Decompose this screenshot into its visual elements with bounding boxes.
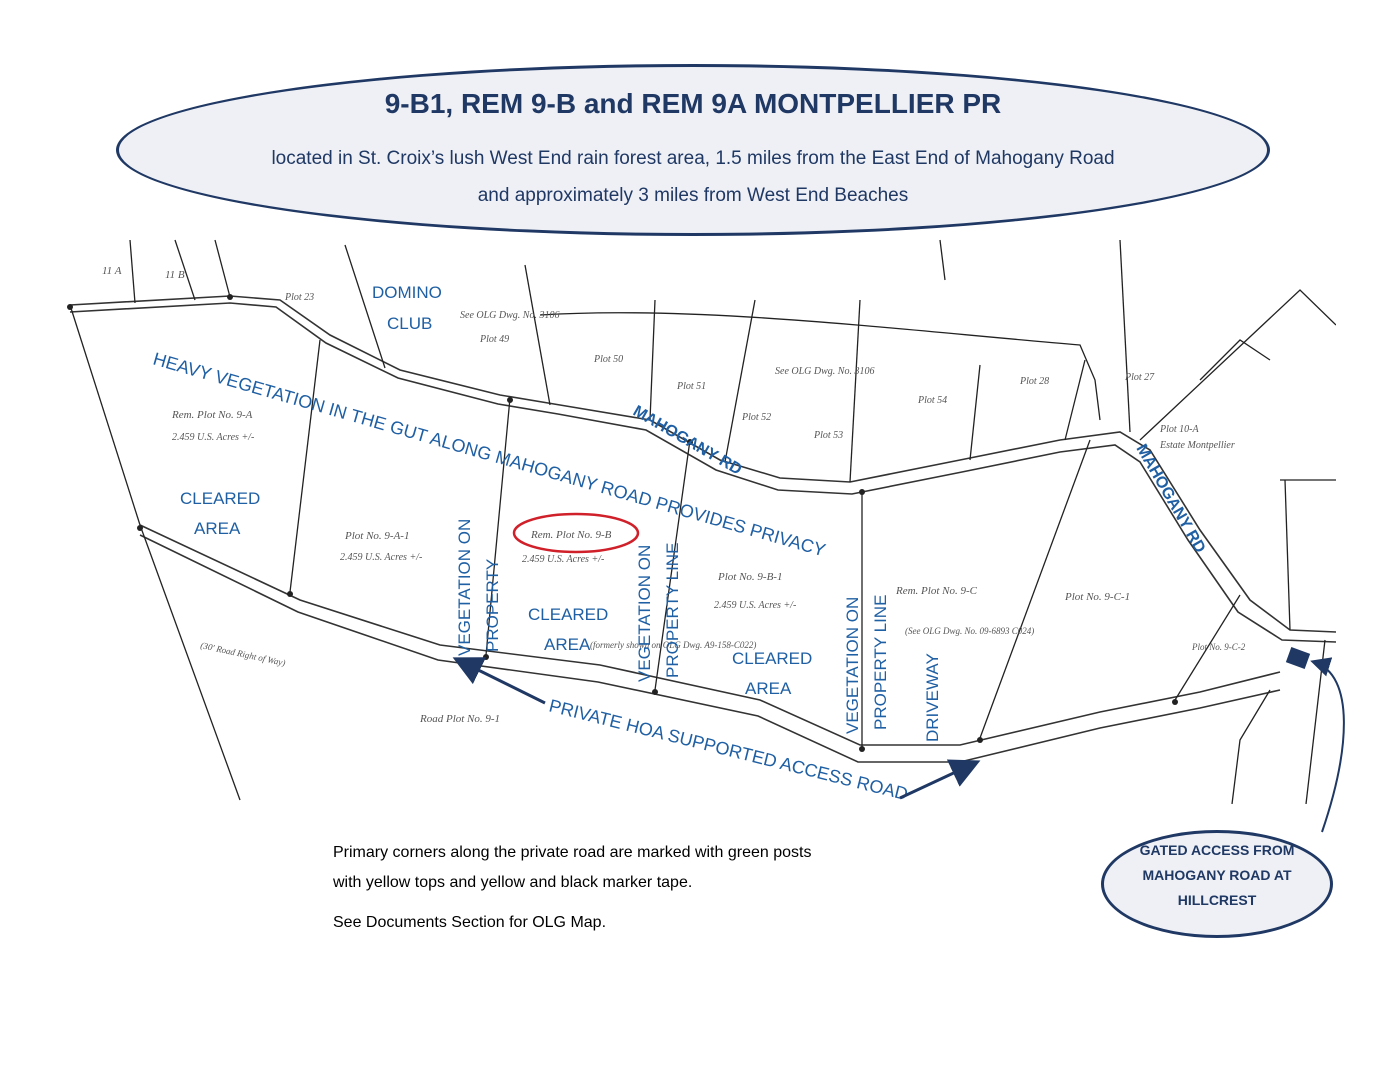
mahogany-road-lines — [69, 295, 1336, 643]
plot-50-label: Plot 50 — [593, 354, 623, 365]
note-line-2: with yellow tops and yellow and black ma… — [333, 874, 693, 891]
plot-9a1-acres: 2.459 U.S. Acres +/- — [340, 552, 422, 563]
cleared-area-2-line-2: AREA — [544, 635, 591, 654]
rem-9b-label: Rem. Plot No. 9-B — [530, 529, 612, 541]
access-road-arrow-left — [452, 657, 546, 705]
page-title: 9-B1, REM 9-B and REM 9A MONTPELLIER PR — [384, 88, 1002, 119]
cleared-area-2-line-1: CLEARED — [528, 605, 608, 624]
road-plot-label: Road Plot No. 9-1 — [419, 713, 500, 725]
mahogany-rd-label-2: MAHOGANY RD — [1133, 442, 1209, 556]
note-line-1: Primary corners along the private road a… — [333, 844, 812, 861]
plot-11a-label: 11 A — [102, 265, 122, 277]
rem-9b-highlight — [512, 512, 640, 554]
plot-49-label: Plot 49 — [479, 334, 509, 345]
veg-on-property-1-line-2: PROPERTY — [483, 559, 502, 652]
cleared-area-1-line-1: CLEARED — [180, 489, 260, 508]
see-olg-label-2: See OLG Dwg. No. 3106 — [775, 366, 874, 377]
cleared-area-3-line-2: AREA — [745, 679, 792, 698]
veg-on-property-2-line-2: PROPERTY LINE — [663, 543, 682, 678]
estate-montpellier-label: Estate Montpellier — [1159, 440, 1235, 451]
plot-27-label: Plot 27 — [1124, 372, 1155, 383]
gate-marker — [1285, 647, 1311, 669]
plot-54-label: Plot 54 — [917, 395, 947, 406]
see-olg-label-1: See OLG Dwg. No. 3106 — [460, 310, 559, 321]
plot-53-label: Plot 53 — [813, 430, 843, 441]
plot-28-label: Plot 28 — [1019, 376, 1049, 387]
domino-label-1: DOMINO — [372, 283, 442, 302]
road-row-label: (30' Road Right of Way) — [200, 640, 287, 668]
plot-9a1-label: Plot No. 9-A-1 — [344, 530, 409, 542]
veg-on-property-3-line-2: PROPERTY LINE — [871, 595, 890, 730]
rem-9c-ref: (See OLG Dwg. No. 09-6893 C024) — [905, 626, 1034, 636]
access-road-lines — [139, 524, 1281, 763]
rem-9a-acres: 2.459 U.S. Acres +/- — [172, 432, 254, 443]
rem-9c-label: Rem. Plot No. 9-C — [895, 585, 978, 597]
mahogany-rd-label-1: MAHOGANY RD — [630, 403, 744, 479]
gate-callout-line-2: MAHOGANY ROAD AT — [1142, 867, 1292, 883]
plot-9b1-label: Plot No. 9-B-1 — [717, 571, 782, 583]
access-road-arrow-right — [899, 759, 981, 800]
plot-10a-label: Plot 10-A — [1159, 424, 1199, 435]
page-subtitle: located in St. Croix’s lush West End rai… — [180, 140, 1206, 214]
plot-51-label: Plot 51 — [676, 381, 706, 392]
note-line-3: See Documents Section for OLG Map. — [333, 914, 607, 931]
gate-callout-oval — [1101, 830, 1333, 938]
survey-map: 11 A 11 B Plot 23 See OLG Dwg. No. 3106 … — [67, 239, 1336, 804]
gate-callout-line-1: GATED ACCESS FROM — [1139, 842, 1295, 858]
veg-on-property-3-line-1: VEGETATION ON — [843, 597, 862, 734]
cleared-area-3-line-1: CLEARED — [732, 649, 812, 668]
subtitle-line-2: and approximately 3 miles from West End … — [477, 185, 909, 206]
subtitle-line-1: located in St. Croix’s lush West End rai… — [271, 148, 1115, 169]
gate-callout-arrow — [1310, 657, 1345, 833]
plot-52-label: Plot 52 — [741, 412, 771, 423]
plot-23-label: Plot 23 — [284, 292, 314, 303]
cleared-area-1-line-2: AREA — [194, 519, 241, 538]
plot-11b-label: 11 B — [165, 269, 185, 281]
formerly-label: (formerly shown on OLG Dwg. A9-158-C022) — [590, 640, 756, 650]
driveway-label: DRIVEWAY — [923, 653, 942, 742]
domino-label-2: CLUB — [387, 314, 432, 333]
plot-9c1-label: Plot No. 9-C-1 — [1064, 591, 1130, 603]
rem-9a-label: Rem. Plot No. 9-A — [171, 409, 253, 421]
corner-markers — [67, 294, 1178, 752]
veg-on-property-1-line-1: VEGETATION ON — [455, 519, 474, 656]
rem-9b-acres: 2.459 U.S. Acres +/- — [522, 554, 604, 565]
gate-callout-text: GATED ACCESS FROM MAHOGANY ROAD AT HILLC… — [1110, 838, 1324, 913]
plot-9c2-label: Plot No. 9-C-2 — [1191, 642, 1246, 652]
veg-on-property-2-line-1: VEGETATION ON — [635, 545, 654, 682]
plot-9b1-acres: 2.459 U.S. Acres +/- — [714, 600, 796, 611]
title-oval — [116, 64, 1270, 236]
gate-callout-line-3: HILLCREST — [1177, 892, 1257, 908]
